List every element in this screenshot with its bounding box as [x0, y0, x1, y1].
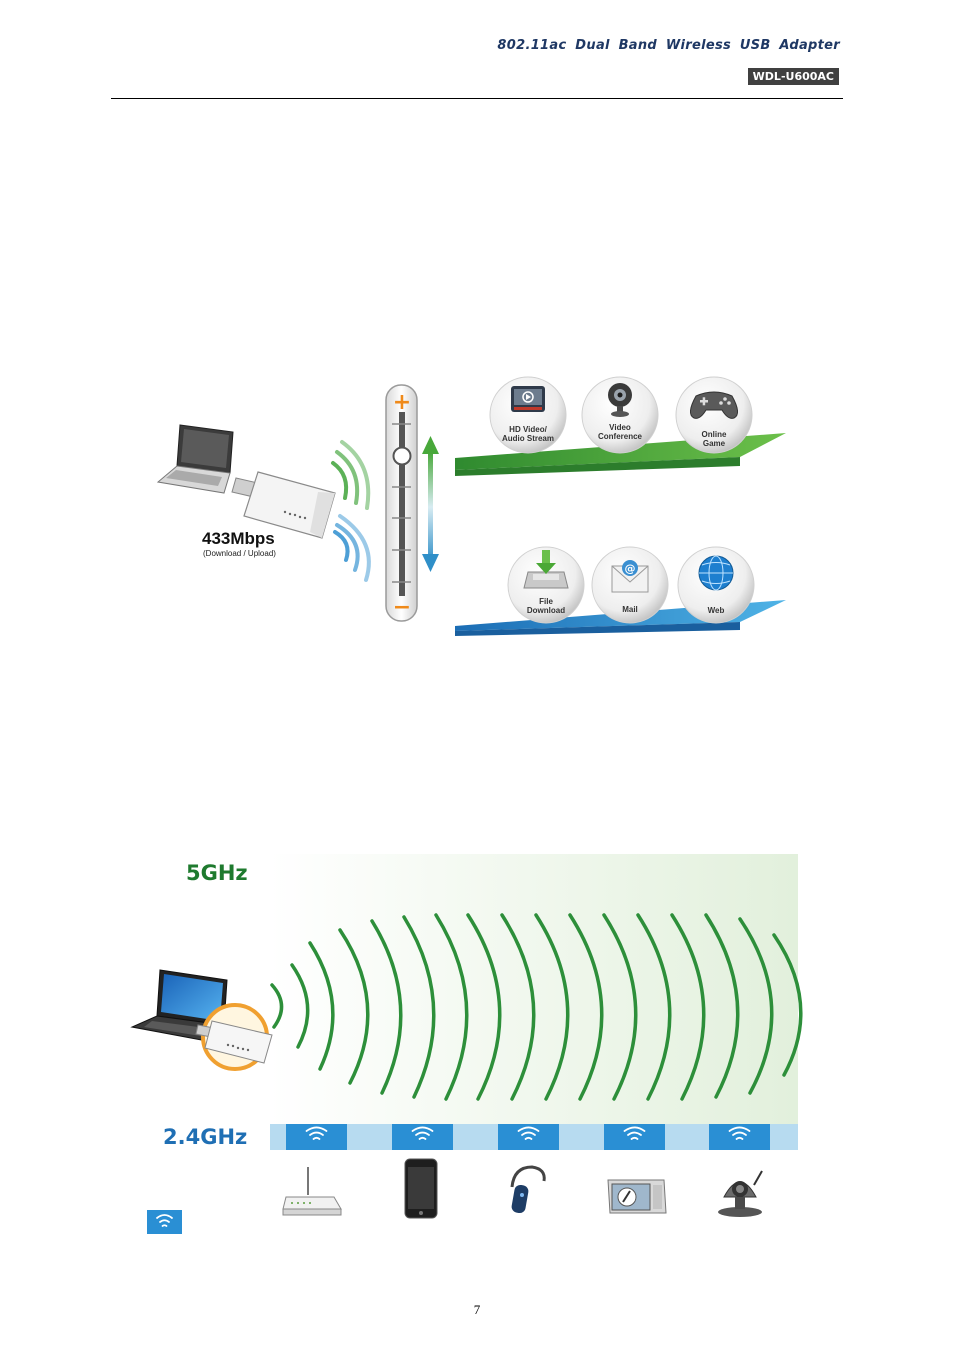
app-mail-line1: Mail	[622, 605, 638, 614]
app-hd-video-line2: Audio Stream	[502, 434, 554, 443]
band-5ghz-label: 5GHz	[186, 861, 248, 885]
app-online-game-line2: Game	[703, 439, 726, 448]
band-5ghz-background	[270, 854, 798, 1126]
microwave-icon	[607, 1179, 667, 1214]
app-video-conference-line1: Video	[609, 423, 631, 432]
usb-adapter-badge	[195, 1003, 273, 1071]
laptop-icon	[156, 424, 234, 494]
usb-adapter-icon	[231, 471, 336, 539]
model-badge: WDL-U600AC	[747, 68, 839, 85]
slider-minus: −	[393, 595, 411, 620]
wifi-badge-icon	[604, 1124, 665, 1150]
app-video-conference: Video Conference	[581, 376, 659, 454]
smartphone-icon	[404, 1158, 438, 1219]
video-player-icon	[511, 386, 545, 412]
page-number: 7	[473, 1302, 481, 1317]
band-24ghz-label: 2.4GHz	[163, 1125, 247, 1149]
signal-waves-blue	[333, 514, 371, 582]
app-file-download-line2: Download	[527, 606, 565, 615]
header-rule	[111, 98, 843, 99]
app-hd-video-line1: HD Video/	[509, 425, 547, 434]
app-web: Web	[677, 546, 755, 624]
ip-camera-icon	[718, 1170, 763, 1217]
speed-arrow	[422, 436, 439, 572]
header-title: 802.11ac Dual Band Wireless USB Adapter	[497, 38, 840, 53]
signal-waves-green	[331, 440, 371, 510]
bluetooth-headset-icon	[510, 1165, 546, 1214]
globe-icon	[698, 555, 734, 591]
webcam-icon	[608, 383, 632, 417]
wifi-badge-icon	[392, 1124, 453, 1150]
wifi-badge-icon	[286, 1124, 347, 1150]
app-web-line1: Web	[708, 606, 725, 615]
wifi-badge-icon	[498, 1124, 559, 1150]
app-file-download: File Download	[507, 546, 585, 624]
speed-figure: 433Mbps (Download / Upload) + −	[156, 376, 786, 636]
envelope-icon: @	[611, 560, 649, 593]
slider-plus: +	[393, 390, 411, 415]
download-tray-icon	[523, 550, 569, 589]
router-icon	[282, 1167, 342, 1216]
wave-arcs-5ghz	[270, 913, 803, 1101]
wifi-badge-icon	[709, 1124, 770, 1150]
wifi-legend-badge	[147, 1210, 182, 1234]
speed-slider: + −	[385, 384, 418, 622]
app-hd-video: HD Video/ Audio Stream	[489, 376, 567, 454]
app-mail: @ Mail	[591, 546, 669, 624]
speed-label: 433Mbps	[202, 529, 275, 548]
gamepad-icon	[690, 391, 738, 419]
band-figure: 5GHz 2.4GHz	[130, 854, 803, 1234]
svg-text:@: @	[625, 562, 636, 575]
slider-knob	[392, 446, 412, 466]
app-file-download-line1: File	[539, 597, 553, 606]
app-video-conference-line2: Conference	[598, 432, 643, 441]
app-online-game: Online Game	[675, 376, 753, 454]
app-online-game-line1: Online	[702, 430, 727, 439]
wifi-badges	[286, 1124, 770, 1150]
speed-note: (Download / Upload)	[203, 549, 276, 558]
